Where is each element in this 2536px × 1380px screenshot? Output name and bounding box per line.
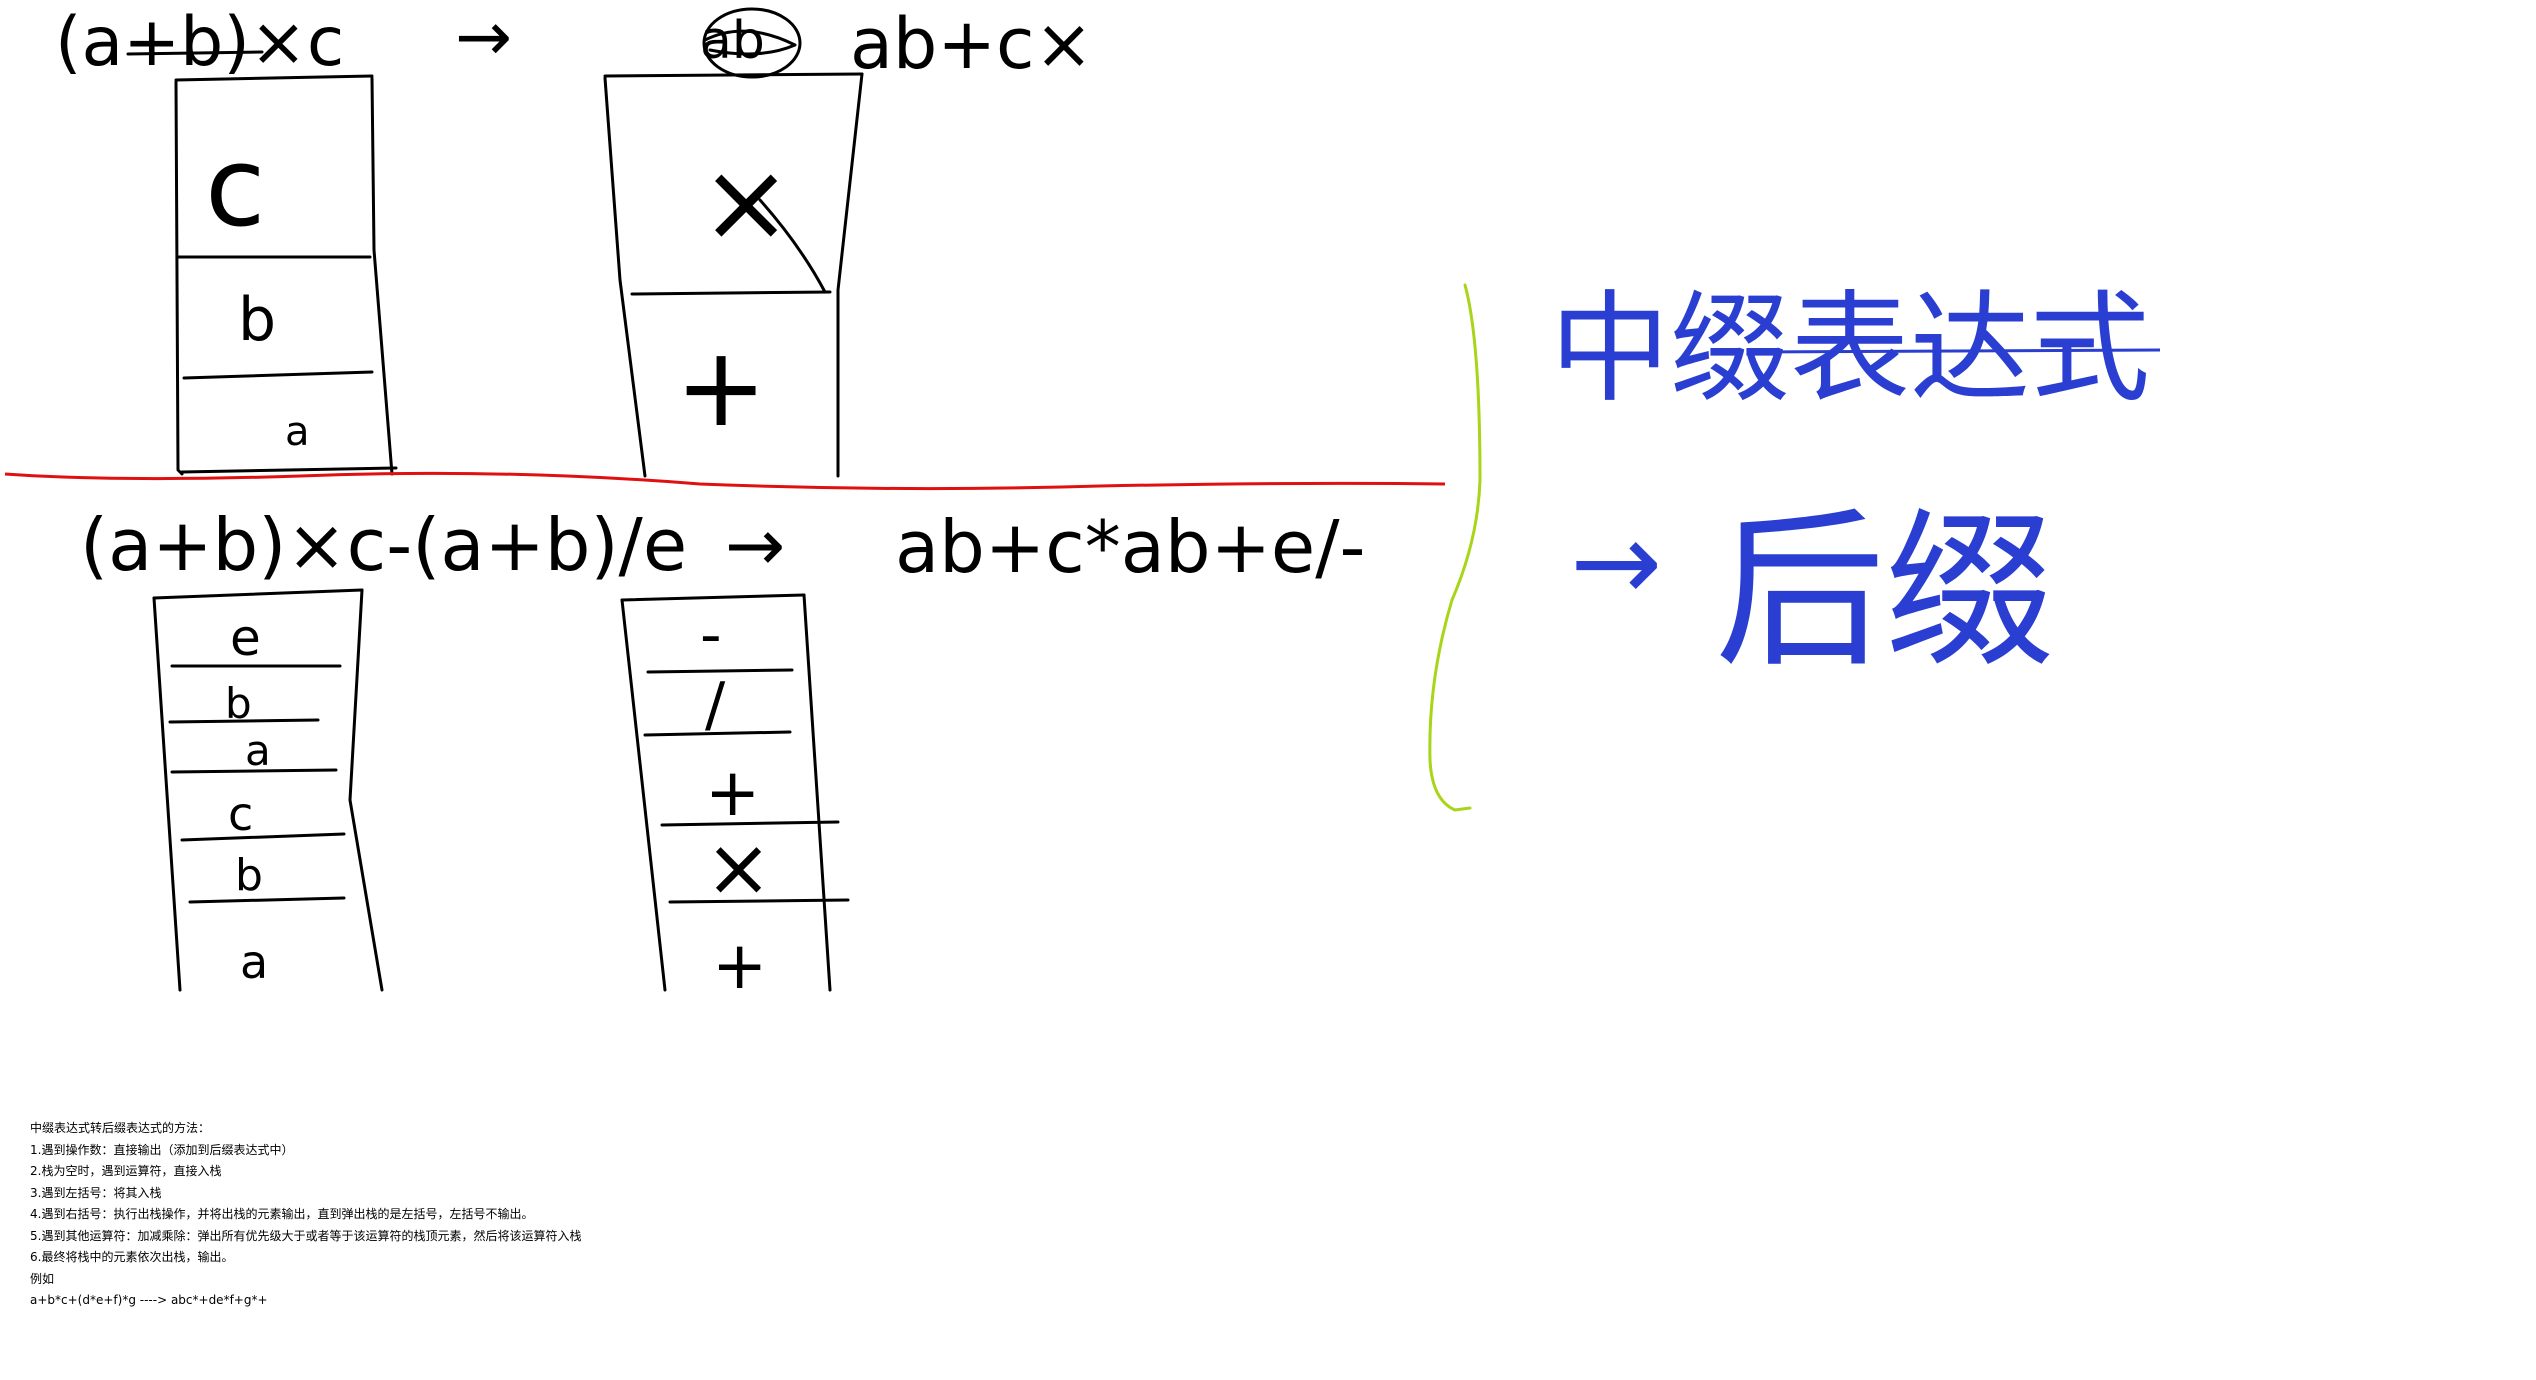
stack-cell: e <box>230 609 261 667</box>
stack-cell: a <box>240 935 268 989</box>
stack-cell: × <box>705 821 772 914</box>
notes-rule: 5.遇到其他运算符：加减乘除：弹出所有优先级大于或者等于该运算符的栈顶元素，然后… <box>30 1228 582 1243</box>
stack-bottom-line <box>180 466 398 474</box>
stack-wall-left <box>603 76 647 478</box>
top-scribble-oval <box>702 7 802 79</box>
notes-rule: 3.遇到左括号：将其入栈 <box>30 1185 162 1200</box>
stack-top-line <box>620 593 806 602</box>
stack-divider <box>630 290 832 296</box>
side-label: 中缀表达式 → 后缀 <box>1550 280 2161 691</box>
notes-panel: 中缀表达式转后缀表达式的方法： 1.遇到操作数：直接输出（添加到后缀表达式中） … <box>30 1118 930 1312</box>
bottom-output-expression: ab+c*ab+e/- <box>895 505 1365 589</box>
top-operand-stack: c b a <box>174 74 398 476</box>
stack-cell: b <box>235 850 263 901</box>
stack-cell: / <box>705 670 726 740</box>
top-section: (a+b)×c → ab ab+c× c b a × + <box>55 0 1093 478</box>
stack-divider <box>170 768 338 774</box>
stack-cell: c <box>205 123 265 251</box>
notes-rule: 4.遇到右括号：执行出栈操作，并将出栈的元素输出，直到弹出栈的是左括号，左括号不… <box>30 1207 534 1221</box>
top-arrow: → <box>455 0 512 77</box>
stack-cell: b <box>238 285 276 355</box>
bottom-arrow: → <box>725 503 785 587</box>
notes-example: a+b*c+(d*e+f)*g ----> abc*+de*f+g*+ <box>30 1293 268 1307</box>
bottom-operator-stack: - / + × + <box>620 593 850 1004</box>
stack-divider <box>188 896 346 904</box>
top-operator-stack: × + <box>603 72 864 478</box>
stack-cell: b <box>225 679 252 728</box>
top-scribble-text: ab <box>700 11 765 71</box>
notes-title: 中缀表达式转后缀表达式的方法： <box>30 1121 211 1135</box>
stack-wall-right <box>836 72 864 478</box>
grouping-brace <box>1428 283 1482 812</box>
side-label-arrow: → <box>1570 498 1662 626</box>
side-label-stroke <box>1749 348 2161 354</box>
stack-wall-right <box>802 593 832 992</box>
bottom-input-expression: (a+b)×c-(a+b)/e <box>80 503 687 587</box>
stack-top-line <box>174 74 374 82</box>
stack-wall-left <box>620 598 667 992</box>
stack-wall-right <box>348 588 384 992</box>
notes-rule: 6.最终将栈中的元素依次出栈，输出。 <box>30 1250 234 1264</box>
stack-divider <box>668 898 850 904</box>
stack-cell: + <box>675 323 767 451</box>
stack-divider <box>180 832 346 842</box>
stack-divider <box>660 820 840 827</box>
stack-cell: + <box>712 927 767 1004</box>
section-divider <box>4 471 1446 491</box>
top-strike-line <box>126 50 264 56</box>
top-scribble-mark <box>703 29 797 56</box>
stack-divider <box>182 370 374 380</box>
stack-cell: c <box>228 787 253 841</box>
stack-wall-left <box>152 596 182 992</box>
side-label-line2: 后缀 <box>1715 493 2055 691</box>
top-input-expression: (a+b)×c <box>55 3 344 82</box>
stack-cell: a <box>285 409 310 455</box>
stack-divider <box>646 668 794 674</box>
stack-wall-right <box>370 76 394 476</box>
notes-example-label: 例如 <box>30 1271 55 1286</box>
bottom-operand-stack: e b a c b a <box>152 588 384 992</box>
stack-wall-left <box>174 80 184 476</box>
stack-cell-tail <box>758 198 827 294</box>
top-output-expression: ab+c× <box>850 3 1093 85</box>
notes-rule: 1.遇到操作数：直接输出（添加到后缀表达式中） <box>30 1142 294 1157</box>
notes-rule: 2.栈为空时，遇到运算符，直接入栈 <box>30 1164 222 1178</box>
stack-divider <box>168 718 320 724</box>
stack-divider <box>643 730 792 737</box>
stack-cell: a <box>245 726 271 775</box>
stack-cell: - <box>700 600 722 670</box>
stack-top-line <box>603 72 864 78</box>
bottom-section: (a+b)×c-(a+b)/e → ab+c*ab+e/- e b a c b … <box>80 503 1365 1004</box>
stack-cell: × <box>700 138 792 266</box>
stack-cell: + <box>705 754 760 831</box>
stack-top-line <box>152 588 364 600</box>
